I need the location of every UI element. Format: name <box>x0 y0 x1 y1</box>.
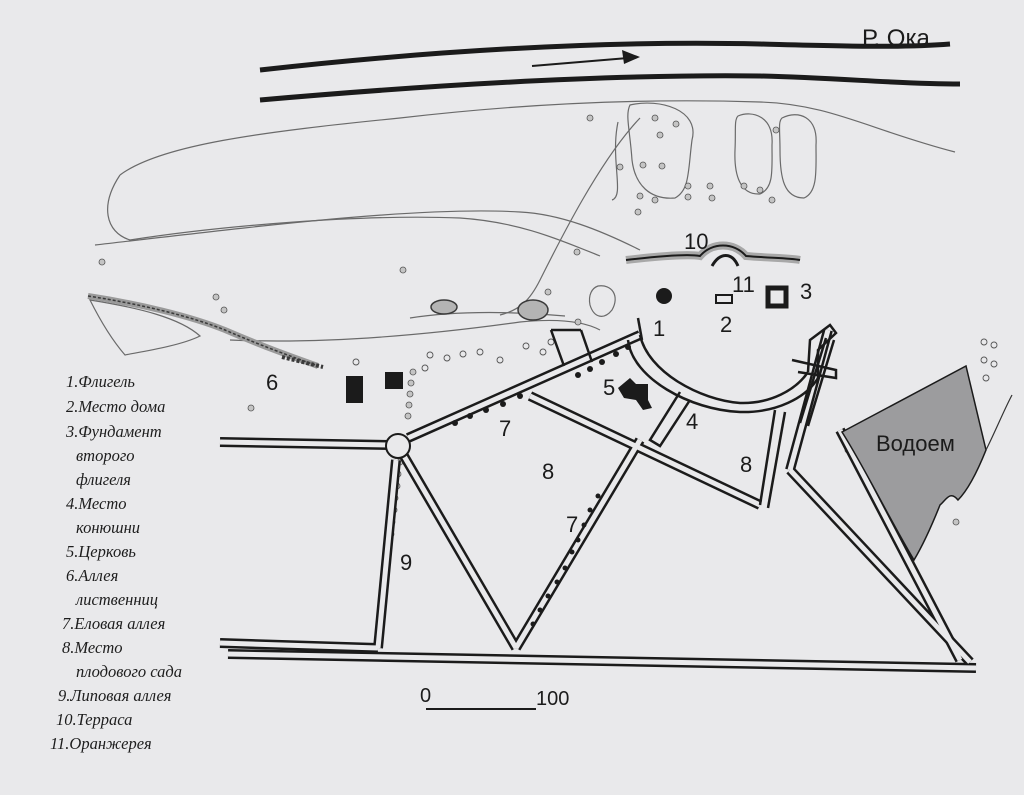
scale-bar: 0 100 <box>420 685 569 710</box>
legend-8-line-2: плодового сада <box>76 662 182 681</box>
roundabout <box>385 433 411 459</box>
legend-3-line-2: второго <box>76 446 135 465</box>
wing-building <box>656 288 672 304</box>
legend-11-line-1: 11.Оранжерея <box>50 734 152 753</box>
manor-courtyard <box>549 317 838 509</box>
label-2: 2 <box>720 312 732 337</box>
label-10: 10 <box>684 229 708 254</box>
second-wing-foundation <box>765 285 789 309</box>
legend-2-line-1: 2.Место дома <box>66 397 165 416</box>
label-9: 9 <box>400 550 412 575</box>
river-label: Р. Ока <box>862 25 931 52</box>
map-numbers: 1 2 3 4 5 6 7 7 8 8 9 10 11 <box>266 229 812 575</box>
buildings <box>346 285 789 410</box>
label-4: 4 <box>686 409 698 434</box>
legend-8-line-1: 8.Место <box>62 638 122 657</box>
small-shrubs <box>352 338 998 382</box>
roads <box>219 328 977 673</box>
legend-1-line-1: 1.Флигель <box>66 372 135 391</box>
legend-6-line-2: лиственниц <box>75 590 158 609</box>
label-1: 1 <box>653 316 665 341</box>
scale-end: 100 <box>536 688 569 710</box>
legend-7-line-1: 7.Еловая аллея <box>62 614 165 633</box>
house-site <box>715 294 733 304</box>
church <box>618 378 652 410</box>
label-6: 6 <box>266 370 278 395</box>
label-8b: 8 <box>740 452 752 477</box>
larch-alley <box>87 293 324 369</box>
legend-6-line-1: 6.Аллея <box>66 566 118 585</box>
river-oka: Р. Ока <box>259 25 961 103</box>
pond: Водоем <box>840 364 1013 562</box>
small-ponds <box>430 299 549 321</box>
legend-4-line-1: 4.Место <box>66 494 126 513</box>
legend-9-line-1: 9.Липовая аллея <box>58 686 171 705</box>
legend-5-line-1: 5.Церковь <box>66 542 136 561</box>
legend-4-line-2: конюшни <box>76 518 140 537</box>
label-3: 3 <box>800 279 812 304</box>
scale-start: 0 <box>420 685 431 707</box>
label-7b: 7 <box>566 512 578 537</box>
legend-3-line-3: флигеля <box>76 470 131 489</box>
building-b <box>385 372 403 389</box>
label-7a: 7 <box>499 416 511 441</box>
legend-3-line-1: 3.Фундамент <box>65 422 162 441</box>
terrace <box>625 241 801 267</box>
building-a <box>346 376 363 403</box>
label-8a: 8 <box>542 459 554 484</box>
legend: 1.Флигель 2.Место дома 3.Фундамент второ… <box>50 372 182 753</box>
river-flow-arrow-icon <box>531 50 640 67</box>
spruce-alley-foliage <box>452 344 631 627</box>
pond-label: Водоем <box>876 431 955 456</box>
legend-10-line-1: 10.Терраса <box>56 710 132 729</box>
label-5: 5 <box>603 375 615 400</box>
scattered-trees <box>98 114 960 526</box>
floodplain-outline <box>88 100 956 356</box>
label-11: 11 <box>732 272 755 297</box>
